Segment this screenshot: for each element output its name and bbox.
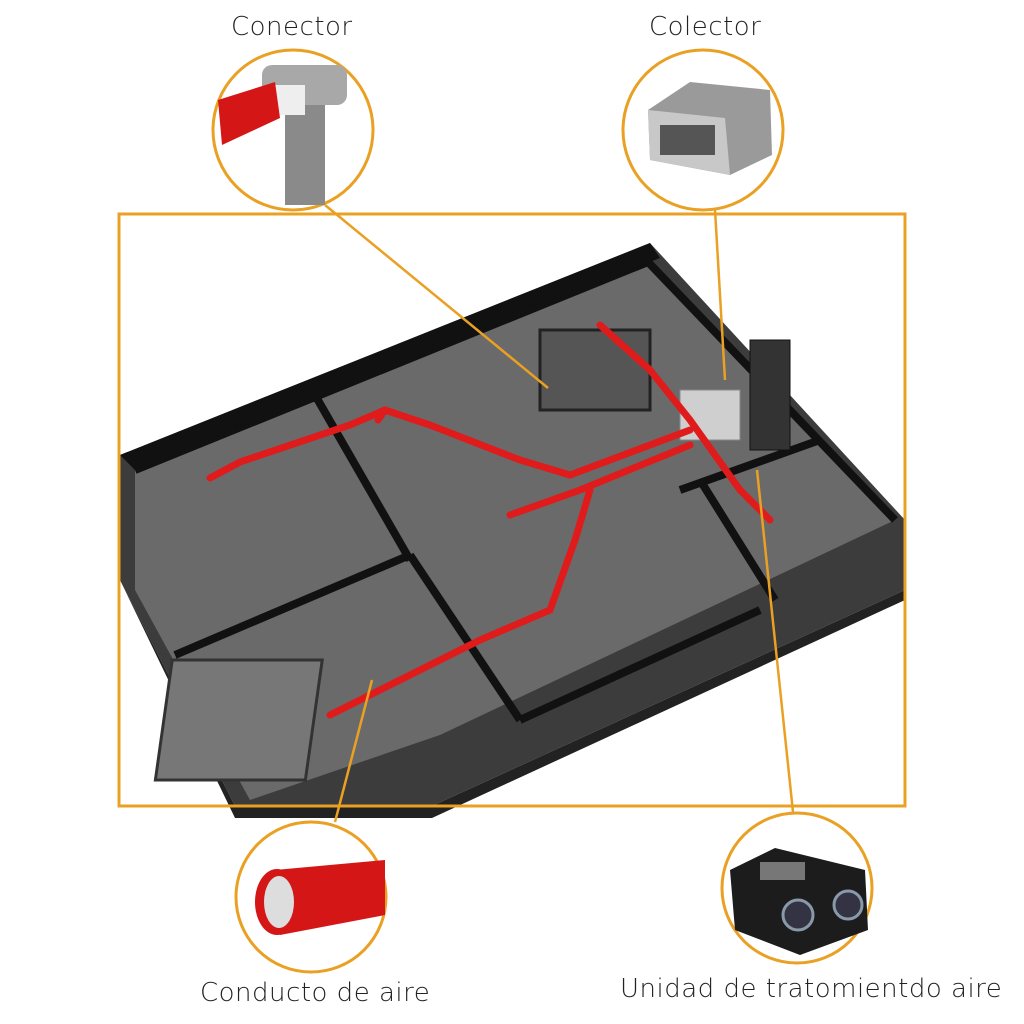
collector-label: Colector	[649, 12, 762, 42]
connector-label: Conector	[231, 12, 353, 42]
leader-lines	[324, 204, 795, 823]
air-unit-callout	[720, 811, 874, 965]
air-unit-label: Unidad de tratomientdo aire	[620, 974, 1003, 1004]
floor-plan-3d	[120, 243, 905, 818]
air-ducts	[206, 321, 774, 719]
building-frame	[117, 212, 907, 808]
air-duct-callout	[234, 820, 388, 974]
air-duct-label: Conducto de aire	[200, 978, 431, 1008]
collector-callout	[621, 48, 785, 212]
connector-callout	[211, 48, 375, 212]
